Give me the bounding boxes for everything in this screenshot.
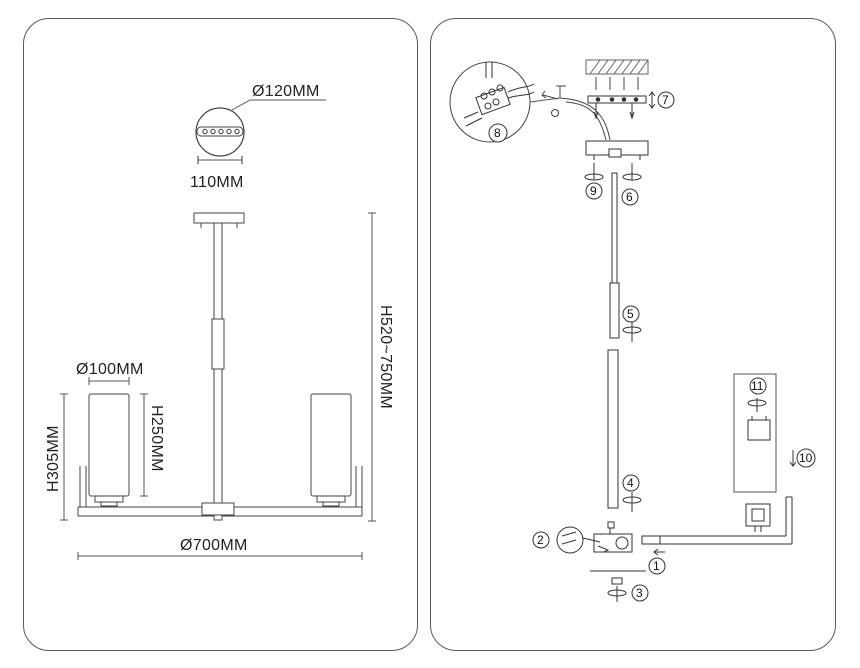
- screw-icon: [595, 77, 639, 90]
- step-1-badge: [648, 557, 666, 575]
- step-5-label: 5: [627, 307, 634, 321]
- rotate-arrow-icon: [584, 163, 642, 181]
- upper-rod: [609, 172, 642, 342]
- ceiling-hatch: [585, 59, 649, 75]
- step-7-label: 7: [662, 93, 669, 107]
- step-3-label: 3: [636, 586, 643, 600]
- step-5-badge: [622, 305, 640, 323]
- step-7-badge: [657, 91, 675, 109]
- step-8-badge: [488, 123, 508, 143]
- step-8-label: 8: [494, 126, 501, 140]
- down-arrow-icon: [789, 450, 797, 467]
- step-2-badge: [532, 531, 550, 549]
- step-1-label: 1: [653, 559, 660, 573]
- height-range-label: H520~750MM: [377, 305, 394, 409]
- cover-plate: [590, 570, 646, 602]
- step-9-label: 9: [590, 184, 597, 198]
- shade-diameter-label: Ø100MM: [76, 361, 144, 378]
- step-10-label: 10: [799, 451, 813, 465]
- lift-arrow-icon: [648, 91, 656, 109]
- step-2-label: 2: [537, 533, 544, 547]
- step-10-badge: [796, 448, 816, 468]
- step-11-badge: [749, 377, 767, 395]
- step-6-label: 6: [626, 190, 633, 204]
- step-9-badge: [585, 182, 603, 200]
- step-6-badge: [621, 188, 639, 206]
- arm-height-label: H305MM: [45, 425, 62, 492]
- shade-height-label: H250MM: [148, 405, 165, 472]
- step-11-label: 11: [751, 379, 764, 393]
- supply-wires: [541, 85, 611, 141]
- dimension-lines: [60, 212, 376, 560]
- bulb-socket-icon: [733, 373, 777, 532]
- assembly-panel: [430, 18, 836, 651]
- wire-connector-icon: [449, 61, 561, 143]
- mounting-bracket: [587, 95, 647, 120]
- lower-rod: [607, 349, 642, 512]
- step-4-label: 4: [627, 476, 634, 490]
- step-4-badge: [622, 474, 640, 492]
- chandelier-front-view: [77, 212, 363, 521]
- step-3-badge: [631, 584, 649, 602]
- span-label: Ø700MM: [180, 537, 248, 554]
- canopy-detail: [195, 99, 326, 164]
- central-hub: [593, 521, 633, 553]
- canopy-body: [585, 140, 649, 160]
- arm-assembly: [641, 496, 793, 556]
- wiring-detail: [556, 526, 601, 554]
- canopy-depth-label: 110MM: [190, 174, 244, 191]
- canopy-diameter-label: Ø120MM: [252, 83, 320, 100]
